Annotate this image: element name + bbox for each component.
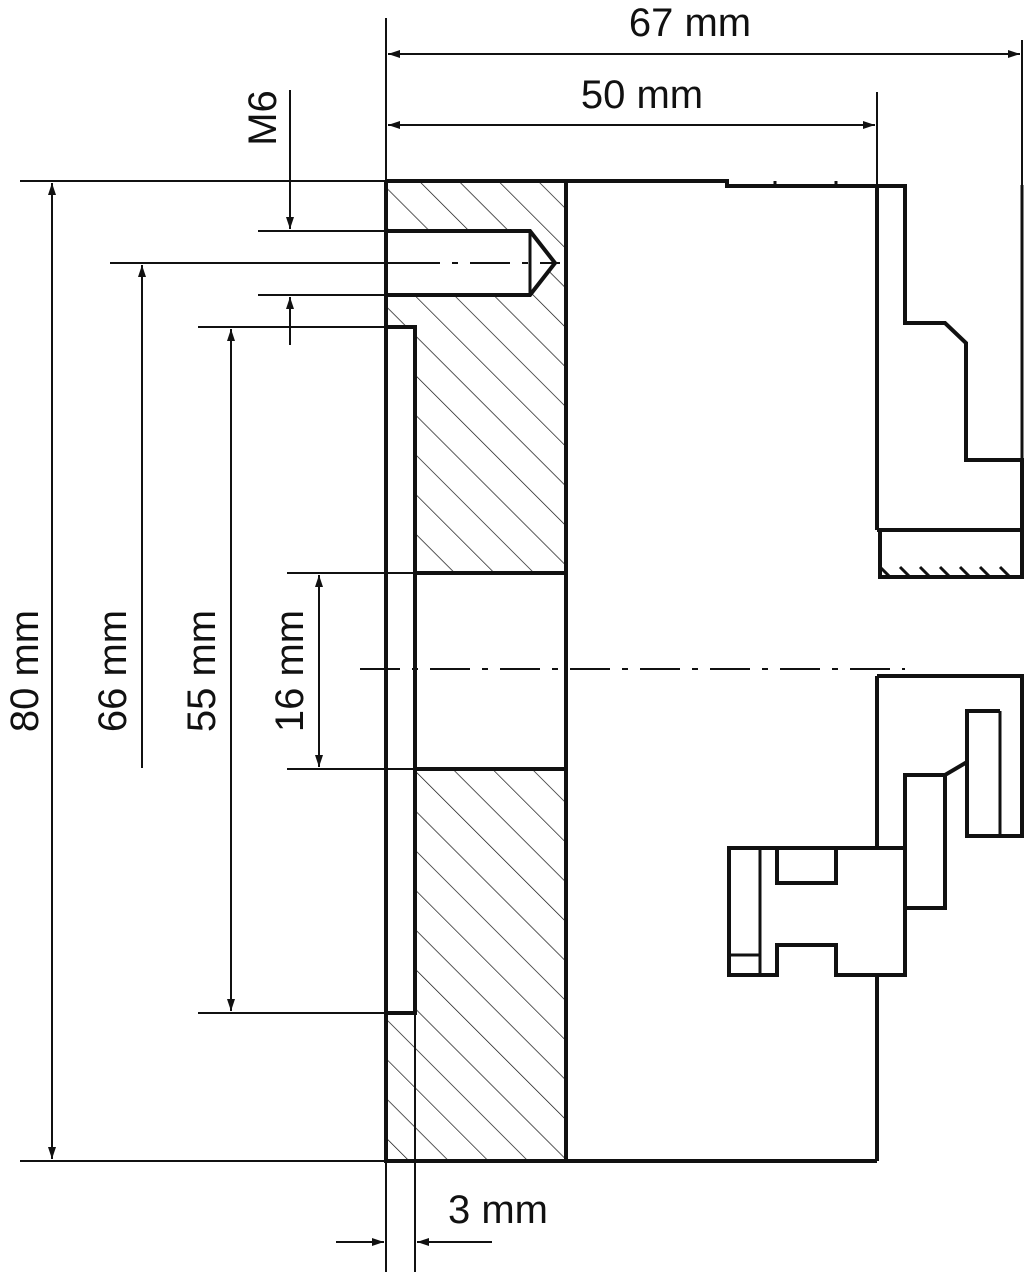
centerlines: [360, 262, 905, 670]
label-3mm: 3 mm: [448, 1188, 548, 1232]
lower-jaw: [727, 674, 1024, 977]
label-16mm: 16 mm: [268, 610, 312, 732]
dimension-16mm: 16 mm: [268, 572, 415, 770]
dimension-66mm: 66 mm: [91, 262, 400, 768]
dimension-55mm: 55 mm: [180, 326, 386, 1014]
label-55mm: 55 mm: [180, 610, 224, 732]
upper-jaw: [877, 184, 1024, 579]
label-67mm: 67 mm: [629, 1, 751, 45]
dimension-80mm: 80 mm: [3, 180, 386, 1162]
dimension-50mm: 50 mm: [388, 73, 878, 186]
label-50mm: 50 mm: [581, 73, 703, 117]
dimension-67mm: 67 mm: [385, 1, 1023, 185]
label-66mm: 66 mm: [91, 610, 135, 732]
dimension-3mm: 3 mm: [336, 1013, 548, 1272]
label-m6: M6: [241, 90, 285, 146]
label-80mm: 80 mm: [3, 610, 47, 732]
dimension-m6: M6: [241, 90, 388, 345]
